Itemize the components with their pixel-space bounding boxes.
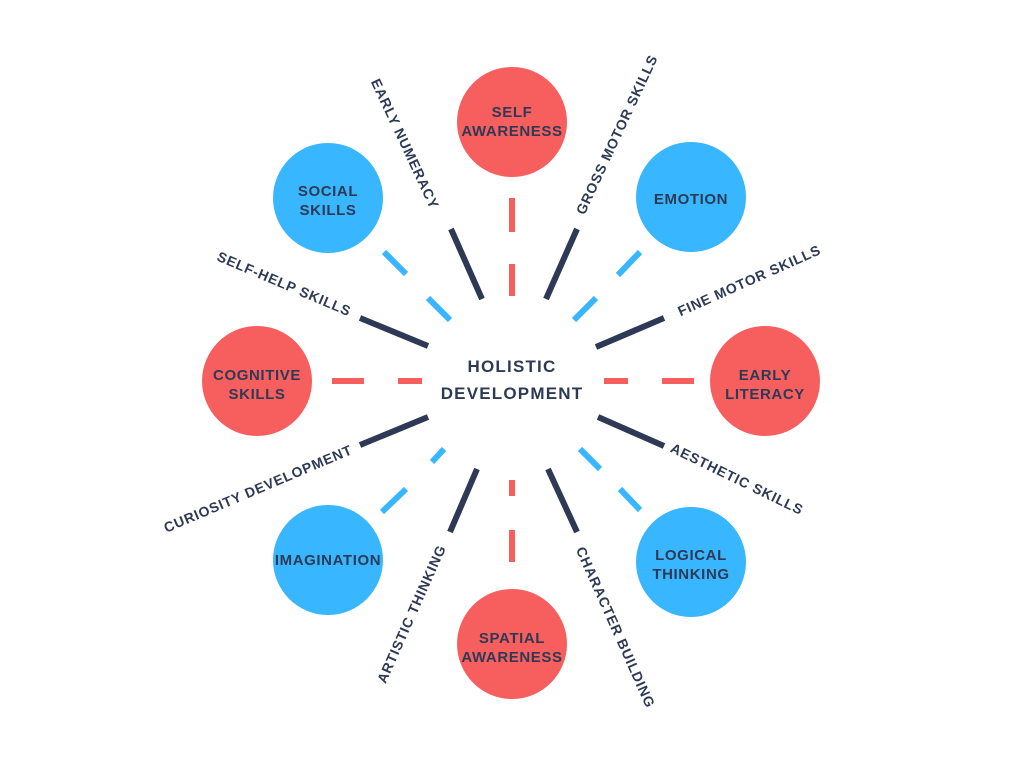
center-label-line1: HOLISTIC [468,357,557,376]
connector-dash-logical-thinking [577,446,603,472]
node-circle [636,142,746,252]
spoke-fine-motor-skills: FINE MOTOR SKILLS [594,242,823,350]
node-label-line1: EARLY [739,367,791,384]
node-early-literacy: EARLY LITERACY [710,326,820,436]
connector-dash-social-skills [425,295,453,323]
node-label-line1: EMOTION [654,191,728,208]
spoke-line [358,315,430,349]
node-label-line1: COGNITIVE [213,367,301,384]
node-circle [202,326,312,436]
category-nodes: SELF AWARENESS EMOTION EARLY LITERACY LO… [202,67,820,699]
connector-dash-social-skills [381,249,409,277]
connector-dash-emotion [615,249,643,278]
node-circle [273,505,383,615]
spoke-label: SELF-HELP SKILLS [215,248,354,319]
node-circle [457,589,567,699]
node-emotion: EMOTION [636,142,746,252]
center-label-line2: DEVELOPMENT [441,384,584,403]
spoke-label: FINE MOTOR SKILLS [675,242,823,320]
connector-dash-imagination [379,486,409,515]
node-label-line1: SPATIAL [479,630,545,647]
spoke-line [545,467,580,534]
node-label-line2: SKILLS [229,386,286,403]
node-circle [710,326,820,436]
spoke-line [447,467,480,534]
node-label-line2: SKILLS [300,202,357,219]
spoke-label: ARTISTIC THINKING [374,542,450,685]
node-imagination: IMAGINATION [273,505,383,615]
spoke-line [596,414,666,449]
node-circle [457,67,567,177]
node-label-line2: AWARENESS [461,649,562,666]
spoke-line [448,227,485,301]
node-circle [636,507,746,617]
connector-dash-emotion [571,295,599,323]
node-social-skills: SOCIAL SKILLS [273,143,383,253]
node-connectors [332,198,694,562]
node-label-line2: AWARENESS [461,123,562,140]
node-logical-thinking: LOGICAL THINKING [636,507,746,617]
spoke-label: AESTHETIC SKILLS [668,440,806,518]
spoke-line [358,414,430,448]
node-self-awareness: SELF AWARENESS [457,67,567,177]
node-spatial-awareness: SPATIAL AWARENESS [457,589,567,699]
node-label-line2: THINKING [652,566,729,583]
spoke-character-building: CHARACTER BUILDING [545,467,659,710]
node-label-line1: SOCIAL [298,183,358,200]
node-label-line1: LOGICAL [655,547,727,564]
connector-dash-imagination [429,446,447,465]
node-cognitive-skills: COGNITIVE SKILLS [202,326,312,436]
spoke-line [594,315,666,350]
connector-dash-logical-thinking [617,486,643,513]
center-label: HOLISTIC DEVELOPMENT [441,357,584,403]
node-circle [273,143,383,253]
spoke-line [543,227,580,301]
node-label-line1: SELF [492,104,533,121]
node-label-line2: LITERACY [725,386,805,403]
node-label-line1: IMAGINATION [275,552,381,569]
